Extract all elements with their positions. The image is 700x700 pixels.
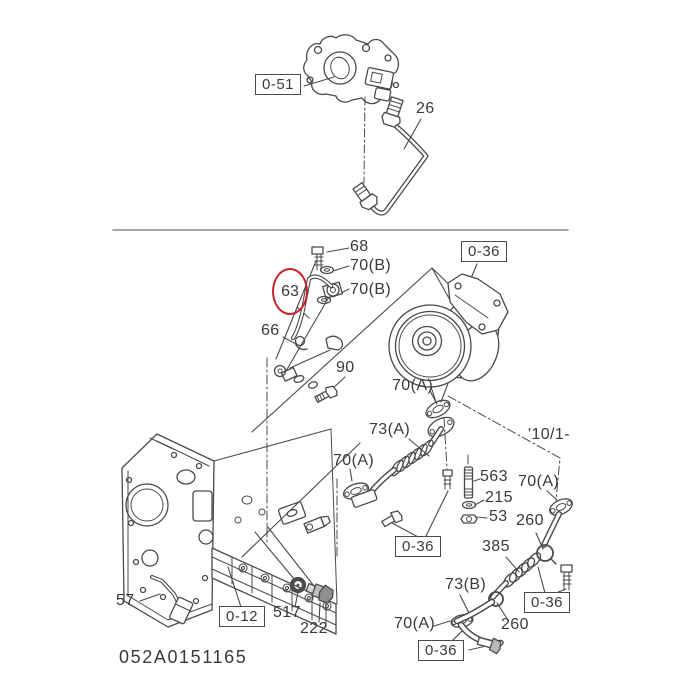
label-note-10-1: '10/1-	[528, 426, 570, 443]
label-385: 385	[482, 538, 510, 555]
bolt-68-drawing	[311, 246, 324, 271]
washer-517-drawing	[289, 576, 307, 594]
label-70A-right: 70(A)	[518, 473, 560, 490]
section-ref-0-36-right: 0-36	[524, 592, 571, 613]
label-563: 563	[480, 468, 508, 485]
label-57: 57	[116, 592, 135, 609]
plug-222-drawing	[305, 582, 334, 604]
diagram-code: 052A0151165	[119, 647, 248, 667]
oil-pipe-73A-drawing	[350, 426, 444, 528]
label-70A-left: 70(A)	[333, 452, 375, 469]
mid-bolt-drawing	[442, 469, 453, 490]
label-70B-1: 70(B)	[350, 257, 392, 274]
bottom-bolt-drawing	[476, 636, 502, 655]
section-ref-0-36-mid: 0-36	[395, 536, 442, 557]
label-517: 517	[273, 604, 301, 621]
section-ref-0-36-bottom: 0-36	[418, 640, 465, 661]
label-222: 222	[300, 620, 328, 637]
clamp-260-lower-drawing	[488, 591, 504, 607]
block-fitting	[303, 515, 331, 534]
washer-215-drawing	[461, 500, 477, 510]
label-70A-bottom: 70(A)	[394, 615, 436, 632]
highlighted-part-63: 63	[272, 268, 308, 315]
washer-70B-1-drawing	[319, 265, 335, 275]
section-ref-0-12: 0-12	[219, 606, 266, 627]
bolt-90-drawing	[307, 381, 338, 403]
nut-53-drawing	[460, 514, 478, 524]
pipe-clamp-drawing	[325, 335, 344, 351]
label-70A-top: 70(A)	[392, 377, 434, 394]
label-215: 215	[485, 489, 513, 506]
label-68: 68	[350, 238, 369, 255]
label-26: 26	[416, 100, 435, 117]
right-bolt-drawing	[560, 564, 573, 591]
pipe-bracket-plate	[277, 501, 307, 525]
flange-bolt-drawing	[381, 510, 403, 528]
label-90: 90	[336, 359, 355, 376]
label-260-bottom: 260	[501, 616, 529, 633]
eyelet-drawing	[273, 364, 305, 383]
pump-assembly-drawing	[388, 273, 509, 388]
centerlines	[266, 357, 561, 559]
washer-70B-2-drawing	[316, 295, 332, 305]
stud-563-drawing	[463, 466, 474, 499]
label-66: 66	[261, 322, 280, 339]
gasket-70A-top-drawing	[425, 399, 451, 419]
label-70B-2: 70(B)	[350, 281, 392, 298]
clip-66-drawing	[294, 335, 308, 351]
hose-385-drawing	[490, 552, 542, 600]
gasket-70A-right-drawing	[549, 498, 573, 516]
part-57-drawing	[150, 575, 194, 625]
flange-73A-drawing	[427, 416, 455, 438]
label-73B: 73(B)	[445, 576, 487, 593]
banjo-fitting-drawing	[322, 281, 343, 299]
section-ref-0-36-top: 0-36	[461, 241, 508, 262]
bracket-part-drawing	[303, 34, 400, 105]
section-ref-0-51: 0-51	[255, 74, 302, 95]
label-73A: 73(A)	[369, 421, 411, 438]
label-260-right: 260	[516, 512, 544, 529]
label-53: 53	[489, 508, 508, 525]
oil-pipe-26-drawing	[352, 96, 429, 216]
engine-block-drawing	[121, 428, 338, 635]
